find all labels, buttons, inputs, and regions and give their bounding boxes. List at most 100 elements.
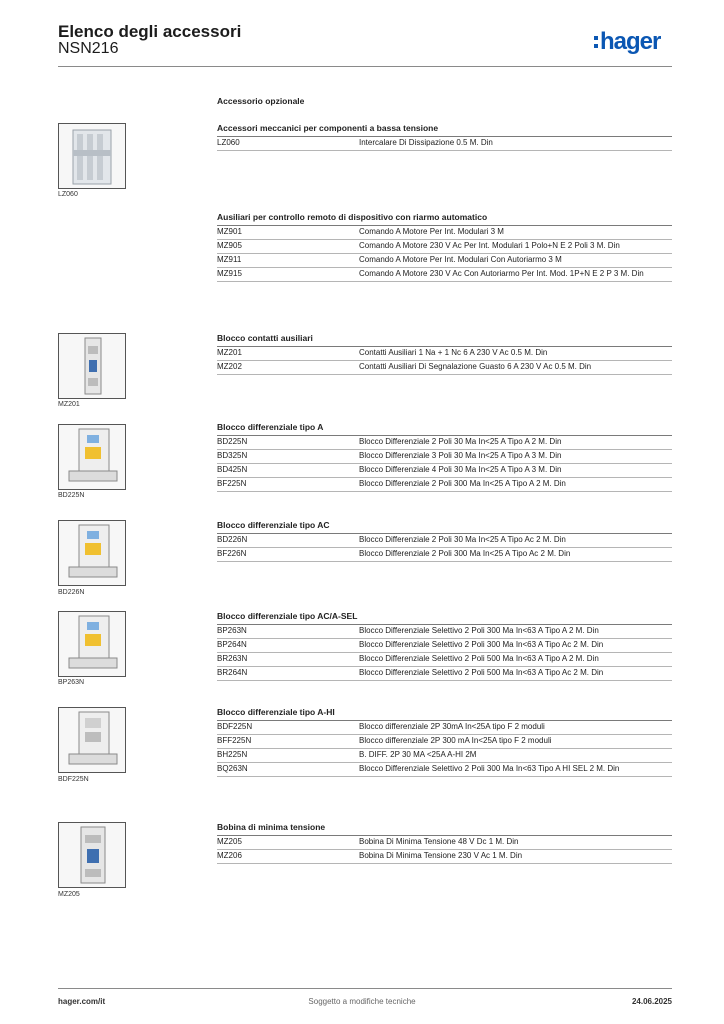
product-description: Comando A Motore Per Int. Modulari 3 M	[359, 227, 504, 236]
product-code: MZ202	[217, 362, 242, 371]
product-description: Blocco Differenziale 2 Poli 300 Ma In<25…	[359, 549, 571, 558]
table-row: MZ202 Contatti Ausiliari Di Segnalazione …	[217, 361, 672, 375]
table-row: BD226N Blocco Differenziale 2 Poli 30 Ma …	[217, 534, 672, 548]
product-code: BH225N	[217, 750, 248, 759]
product-code: MZ206	[217, 851, 242, 860]
table-row: MZ911 Comando A Motore Per Int. Modulari …	[217, 254, 672, 268]
image-caption: BD225N	[58, 492, 85, 499]
product-code: MZ901	[217, 227, 242, 236]
section-mechanical-accessories: Accessori meccanici per componenti a bas…	[217, 123, 672, 151]
product-description: Comando A Motore Per Int. Modulari Con A…	[359, 255, 562, 264]
product-code: BF225N	[217, 479, 247, 488]
table-row: BF226N Blocco Differenziale 2 Poli 300 Ma…	[217, 548, 672, 562]
product-description: Blocco Differenziale Selettivo 2 Poli 30…	[359, 640, 604, 649]
footer-date: 24.06.2025	[631, 997, 672, 1006]
logo-dots-icon	[594, 36, 598, 50]
bd226n-product-icon	[58, 520, 126, 586]
table-row: BR264N Blocco Differenziale Selettivo 2 P…	[217, 667, 672, 681]
section-title: Accessori meccanici per componenti a bas…	[217, 123, 672, 137]
product-description: Intercalare Di Dissipazione 0.5 M. Din	[359, 138, 493, 147]
product-code: MZ911	[217, 255, 242, 264]
product-code: BP264N	[217, 640, 247, 649]
section-title: Blocco differenziale tipo AC/A-SEL	[217, 611, 672, 625]
page-subtitle: NSN216	[58, 40, 119, 57]
product-description: Contatti Ausiliari Di Segnalazione Guast…	[359, 362, 592, 371]
footer-divider	[58, 988, 672, 989]
product-code: MZ905	[217, 241, 242, 250]
product-description: B. DIFF. 2P 30 MA <25A A-HI 2M	[359, 750, 477, 759]
product-code: BR264N	[217, 668, 248, 677]
image-caption: BP263N	[58, 679, 85, 686]
lz060-product-icon	[58, 123, 126, 189]
product-description: Bobina Di Minima Tensione 48 V Dc 1 M. D…	[359, 837, 519, 846]
product-description: Blocco Differenziale Selettivo 2 Poli 50…	[359, 654, 599, 663]
product-code: MZ205	[217, 837, 242, 846]
product-code: BR263N	[217, 654, 248, 663]
product-description: Blocco differenziale 2P 30mA In<25A tipo…	[359, 722, 545, 731]
table-row: BFF225N Blocco differenziale 2P 300 mA In…	[217, 735, 672, 749]
section-differential-type-ac: Blocco differenziale tipo AC BD226N Blocc…	[217, 520, 672, 562]
table-row: MZ905 Comando A Motore 230 V Ac Per Int. …	[217, 240, 672, 254]
product-code: BD425N	[217, 465, 248, 474]
table-row: MZ915 Comando A Motore 230 V Ac Con Autor…	[217, 268, 672, 282]
product-description: Contatti Ausiliari 1 Na + 1 Nc 6 A 230 V…	[359, 348, 548, 357]
product-code: BD325N	[217, 451, 248, 460]
product-description: Blocco Differenziale Selettivo 2 Poli 30…	[359, 764, 620, 773]
product-description: Comando A Motore 230 V Ac Per Int. Modul…	[359, 241, 620, 250]
mz201-product-icon	[58, 333, 126, 399]
section-title: Ausiliari per controllo remoto di dispos…	[217, 212, 672, 226]
table-row: BR263N Blocco Differenziale Selettivo 2 P…	[217, 653, 672, 667]
product-description: Blocco differenziale 2P 300 mA In<25A ti…	[359, 736, 552, 745]
product-description: Blocco Differenziale 3 Poli 30 Ma In<25 …	[359, 451, 562, 460]
product-code: MZ915	[217, 269, 242, 278]
table-row: BD425N Blocco Differenziale 4 Poli 30 Ma …	[217, 464, 672, 478]
table-row: BQ263N Blocco Differenziale Selettivo 2 P…	[217, 763, 672, 777]
section-title: Bobina di minima tensione	[217, 822, 672, 836]
mz205-product-icon	[58, 822, 126, 888]
product-description: Comando A Motore 230 V Ac Con Autoriarmo…	[359, 269, 644, 278]
product-code: BFF225N	[217, 736, 252, 745]
header-divider	[58, 66, 672, 67]
footer-website-link[interactable]: hager.com/it	[58, 997, 106, 1006]
bp263n-product-icon	[58, 611, 126, 677]
product-code: BD226N	[217, 535, 248, 544]
page-title: Elenco degli accessori	[58, 22, 242, 41]
image-caption: MZ201	[58, 401, 80, 408]
product-description: Blocco Differenziale 2 Poli 30 Ma In<25 …	[359, 535, 566, 544]
table-row: MZ201 Contatti Ausiliari 1 Na + 1 Nc 6 A …	[217, 347, 672, 361]
product-code: BDF225N	[217, 722, 253, 731]
product-description: Blocco Differenziale 4 Poli 30 Ma In<25 …	[359, 465, 562, 474]
bd225n-product-icon	[58, 424, 126, 490]
product-code: MZ201	[217, 348, 242, 357]
section-differential-type-ac-a-sel: Blocco differenziale tipo AC/A-SEL BP263…	[217, 611, 672, 681]
section-heading: Accessorio opzionale	[217, 96, 305, 106]
image-caption: BD226N	[58, 589, 85, 596]
table-row: BDF225N Blocco differenziale 2P 30mA In<2…	[217, 721, 672, 735]
image-caption: LZ060	[58, 191, 78, 198]
product-code: BP263N	[217, 626, 247, 635]
table-row: MZ205 Bobina Di Minima Tensione 48 V Dc 1…	[217, 836, 672, 850]
footer-disclaimer: Soggetto a modifiche tecniche	[308, 997, 416, 1006]
table-row: BH225N B. DIFF. 2P 30 MA <25A A-HI 2M	[217, 749, 672, 763]
product-description: Bobina Di Minima Tensione 230 V Ac 1 M. …	[359, 851, 523, 860]
section-title: Blocco differenziale tipo AC	[217, 520, 672, 534]
product-code: BF226N	[217, 549, 247, 558]
table-row: MZ901 Comando A Motore Per Int. Modulari …	[217, 226, 672, 240]
hager-logo: hager	[594, 28, 680, 58]
image-caption: MZ205	[58, 891, 80, 898]
table-row: BF225N Blocco Differenziale 2 Poli 300 Ma…	[217, 478, 672, 492]
image-caption: BDF225N	[58, 776, 89, 783]
bdf225n-product-icon	[58, 707, 126, 773]
product-description: Blocco Differenziale 2 Poli 300 Ma In<25…	[359, 479, 566, 488]
product-description: Blocco Differenziale Selettivo 2 Poli 50…	[359, 668, 604, 677]
logo-text: hager	[600, 28, 661, 55]
table-row: BD325N Blocco Differenziale 3 Poli 30 Ma …	[217, 450, 672, 464]
section-title: Blocco differenziale tipo A	[217, 422, 672, 436]
product-code: BQ263N	[217, 764, 248, 773]
